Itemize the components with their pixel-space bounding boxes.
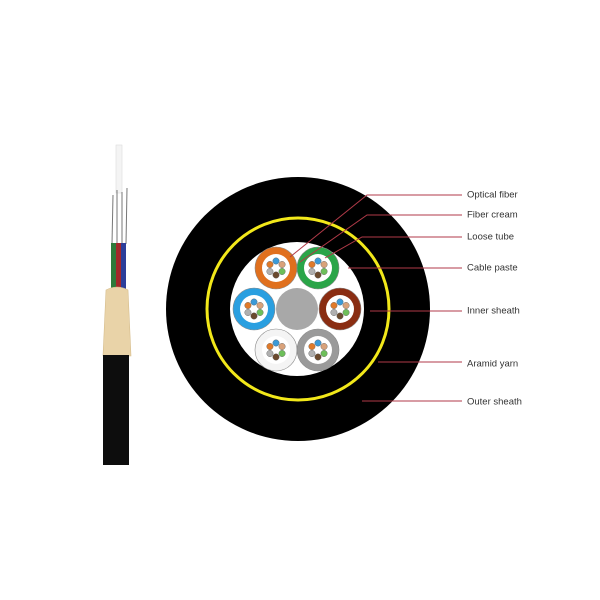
cable-cross-section: [166, 177, 430, 441]
optical-fiber: [336, 312, 344, 320]
aramid-yarn-section: [102, 286, 132, 357]
optical-fiber: [244, 309, 252, 316]
optical-fiber: [272, 353, 280, 361]
optical-fiber: [278, 268, 286, 275]
optical-fiber: [342, 302, 350, 309]
optical-fiber: [250, 298, 258, 306]
label-aramid-yarn: Aramid yarn: [467, 358, 519, 370]
optical-fiber: [336, 298, 344, 306]
optical-fiber: [278, 350, 286, 357]
optical-fiber: [330, 309, 338, 316]
optical-fiber: [342, 309, 350, 316]
green-tube-strand: [111, 243, 116, 290]
cable-side-view: [102, 144, 132, 465]
optical-fiber: [314, 339, 322, 347]
optical-fiber: [278, 343, 286, 350]
label-loose-tube: Loose tube: [467, 231, 515, 243]
optical-fiber: [320, 261, 328, 268]
fiber-cream: [240, 295, 268, 323]
optical-fiber: [308, 343, 316, 350]
optical-fiber: [308, 261, 316, 268]
optical-fiber: [244, 302, 252, 309]
optical-fiber: [314, 257, 322, 265]
optical-fiber: [266, 350, 274, 357]
fiber-strands: [111, 187, 128, 245]
optical-fiber: [330, 302, 338, 309]
optical-fiber: [278, 261, 286, 268]
optical-fiber: [256, 309, 264, 316]
fiber-cream: [326, 295, 354, 323]
optical-fiber: [314, 353, 322, 361]
label-fiber-cream: Fiber cream: [467, 209, 518, 221]
optical-fiber: [308, 268, 316, 275]
fiber-cream: [304, 254, 332, 282]
fiber-cream: [262, 254, 290, 282]
optical-fiber: [320, 350, 328, 357]
optical-fiber: [314, 271, 322, 279]
optical-fiber: [272, 339, 280, 347]
fiber-cream: [304, 336, 332, 364]
blue-tube-strand: [121, 243, 126, 290]
loose-tube-white-strand: [115, 144, 123, 194]
central-strength-member: [276, 288, 318, 330]
fiber-cream: [262, 336, 290, 364]
optical-fiber: [320, 343, 328, 350]
label-cable-paste: Cable paste: [467, 262, 518, 274]
red-tube-strand: [116, 243, 121, 290]
leader-lines: [289, 194, 462, 402]
optical-fiber: [250, 312, 258, 320]
optical-fiber: [320, 268, 328, 275]
outer-jacket-section: [103, 355, 129, 465]
optical-fiber: [266, 343, 274, 350]
aramid-yarn-ring: [205, 216, 391, 402]
optical-fiber: [266, 261, 274, 268]
optical-fiber: [308, 350, 316, 357]
optical-fiber: [272, 257, 280, 265]
label-inner-sheath: Inner sheath: [467, 305, 520, 317]
optical-fiber: [272, 271, 280, 279]
label-outer-sheath: Outer sheath: [467, 396, 522, 408]
optical-fiber: [266, 268, 274, 275]
label-optical-fiber: Optical fiber: [467, 189, 518, 201]
optical-fiber: [256, 302, 264, 309]
